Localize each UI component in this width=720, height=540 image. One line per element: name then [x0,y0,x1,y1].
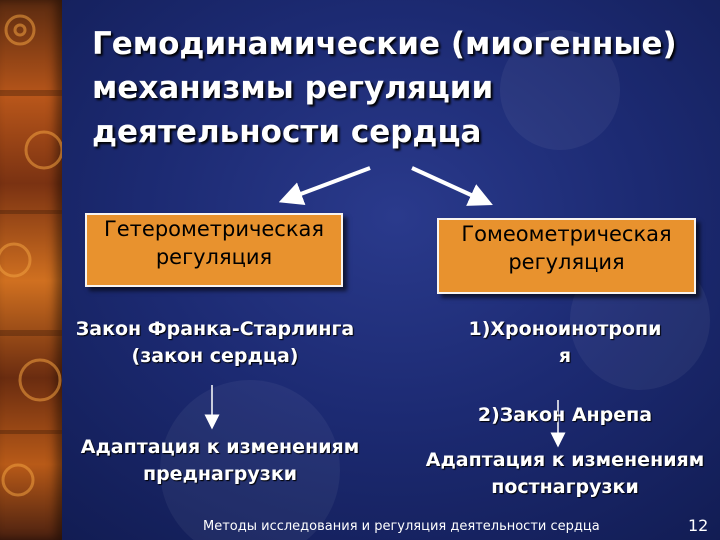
title-line: Гемодинамические (миогенные) [92,26,677,62]
text-line: Адаптация к изменениям [425,449,705,471]
arrow-right [411,166,493,206]
text-line: я [558,345,572,367]
slide-title: Гемодинамические (миогенные) механизмы р… [92,22,692,154]
afterload-adaptation: Адаптация к изменениям постнагрузки [412,447,718,501]
text-line: Адаптация к изменениям [80,436,360,458]
box-label: Гетерометрическая [103,217,325,241]
footer-text: Методы исследования и регуляция деятельн… [203,519,600,534]
title-line: деятельности сердца [92,114,482,150]
frank-starling-law: Закон Франка-Старлинга (закон сердца) [55,316,375,370]
box-label: регуляция [508,250,625,274]
box-label: регуляция [155,245,273,269]
title-line: механизмы регуляции [92,70,494,106]
preload-adaptation: Адаптация к изменениям преднагрузки [60,434,380,488]
arrow-left [278,166,371,206]
box-label: Гомеометрическая [461,222,672,246]
text-line: Закон Франка-Старлинга [75,318,355,340]
page-number: 12 [688,516,709,535]
homeometric-box: Гомеометрическая регуляция [437,218,696,294]
text-line: 1)Хроноинотропи [468,318,662,340]
gear-icon [0,14,62,497]
text-line: (закон сердца) [131,345,299,367]
chronoinotropy-item: 1)Хроноинотропи я [440,316,690,370]
text-line: постнагрузки [491,476,639,498]
text-line: 2)Закон Анрепа [477,404,653,426]
anrep-law-item: 2)Закон Анрепа [455,402,675,429]
text-line: преднагрузки [142,463,298,485]
heterometric-box: Гетерометрическая регуляция [85,213,343,287]
decorative-sidebar [0,0,62,540]
